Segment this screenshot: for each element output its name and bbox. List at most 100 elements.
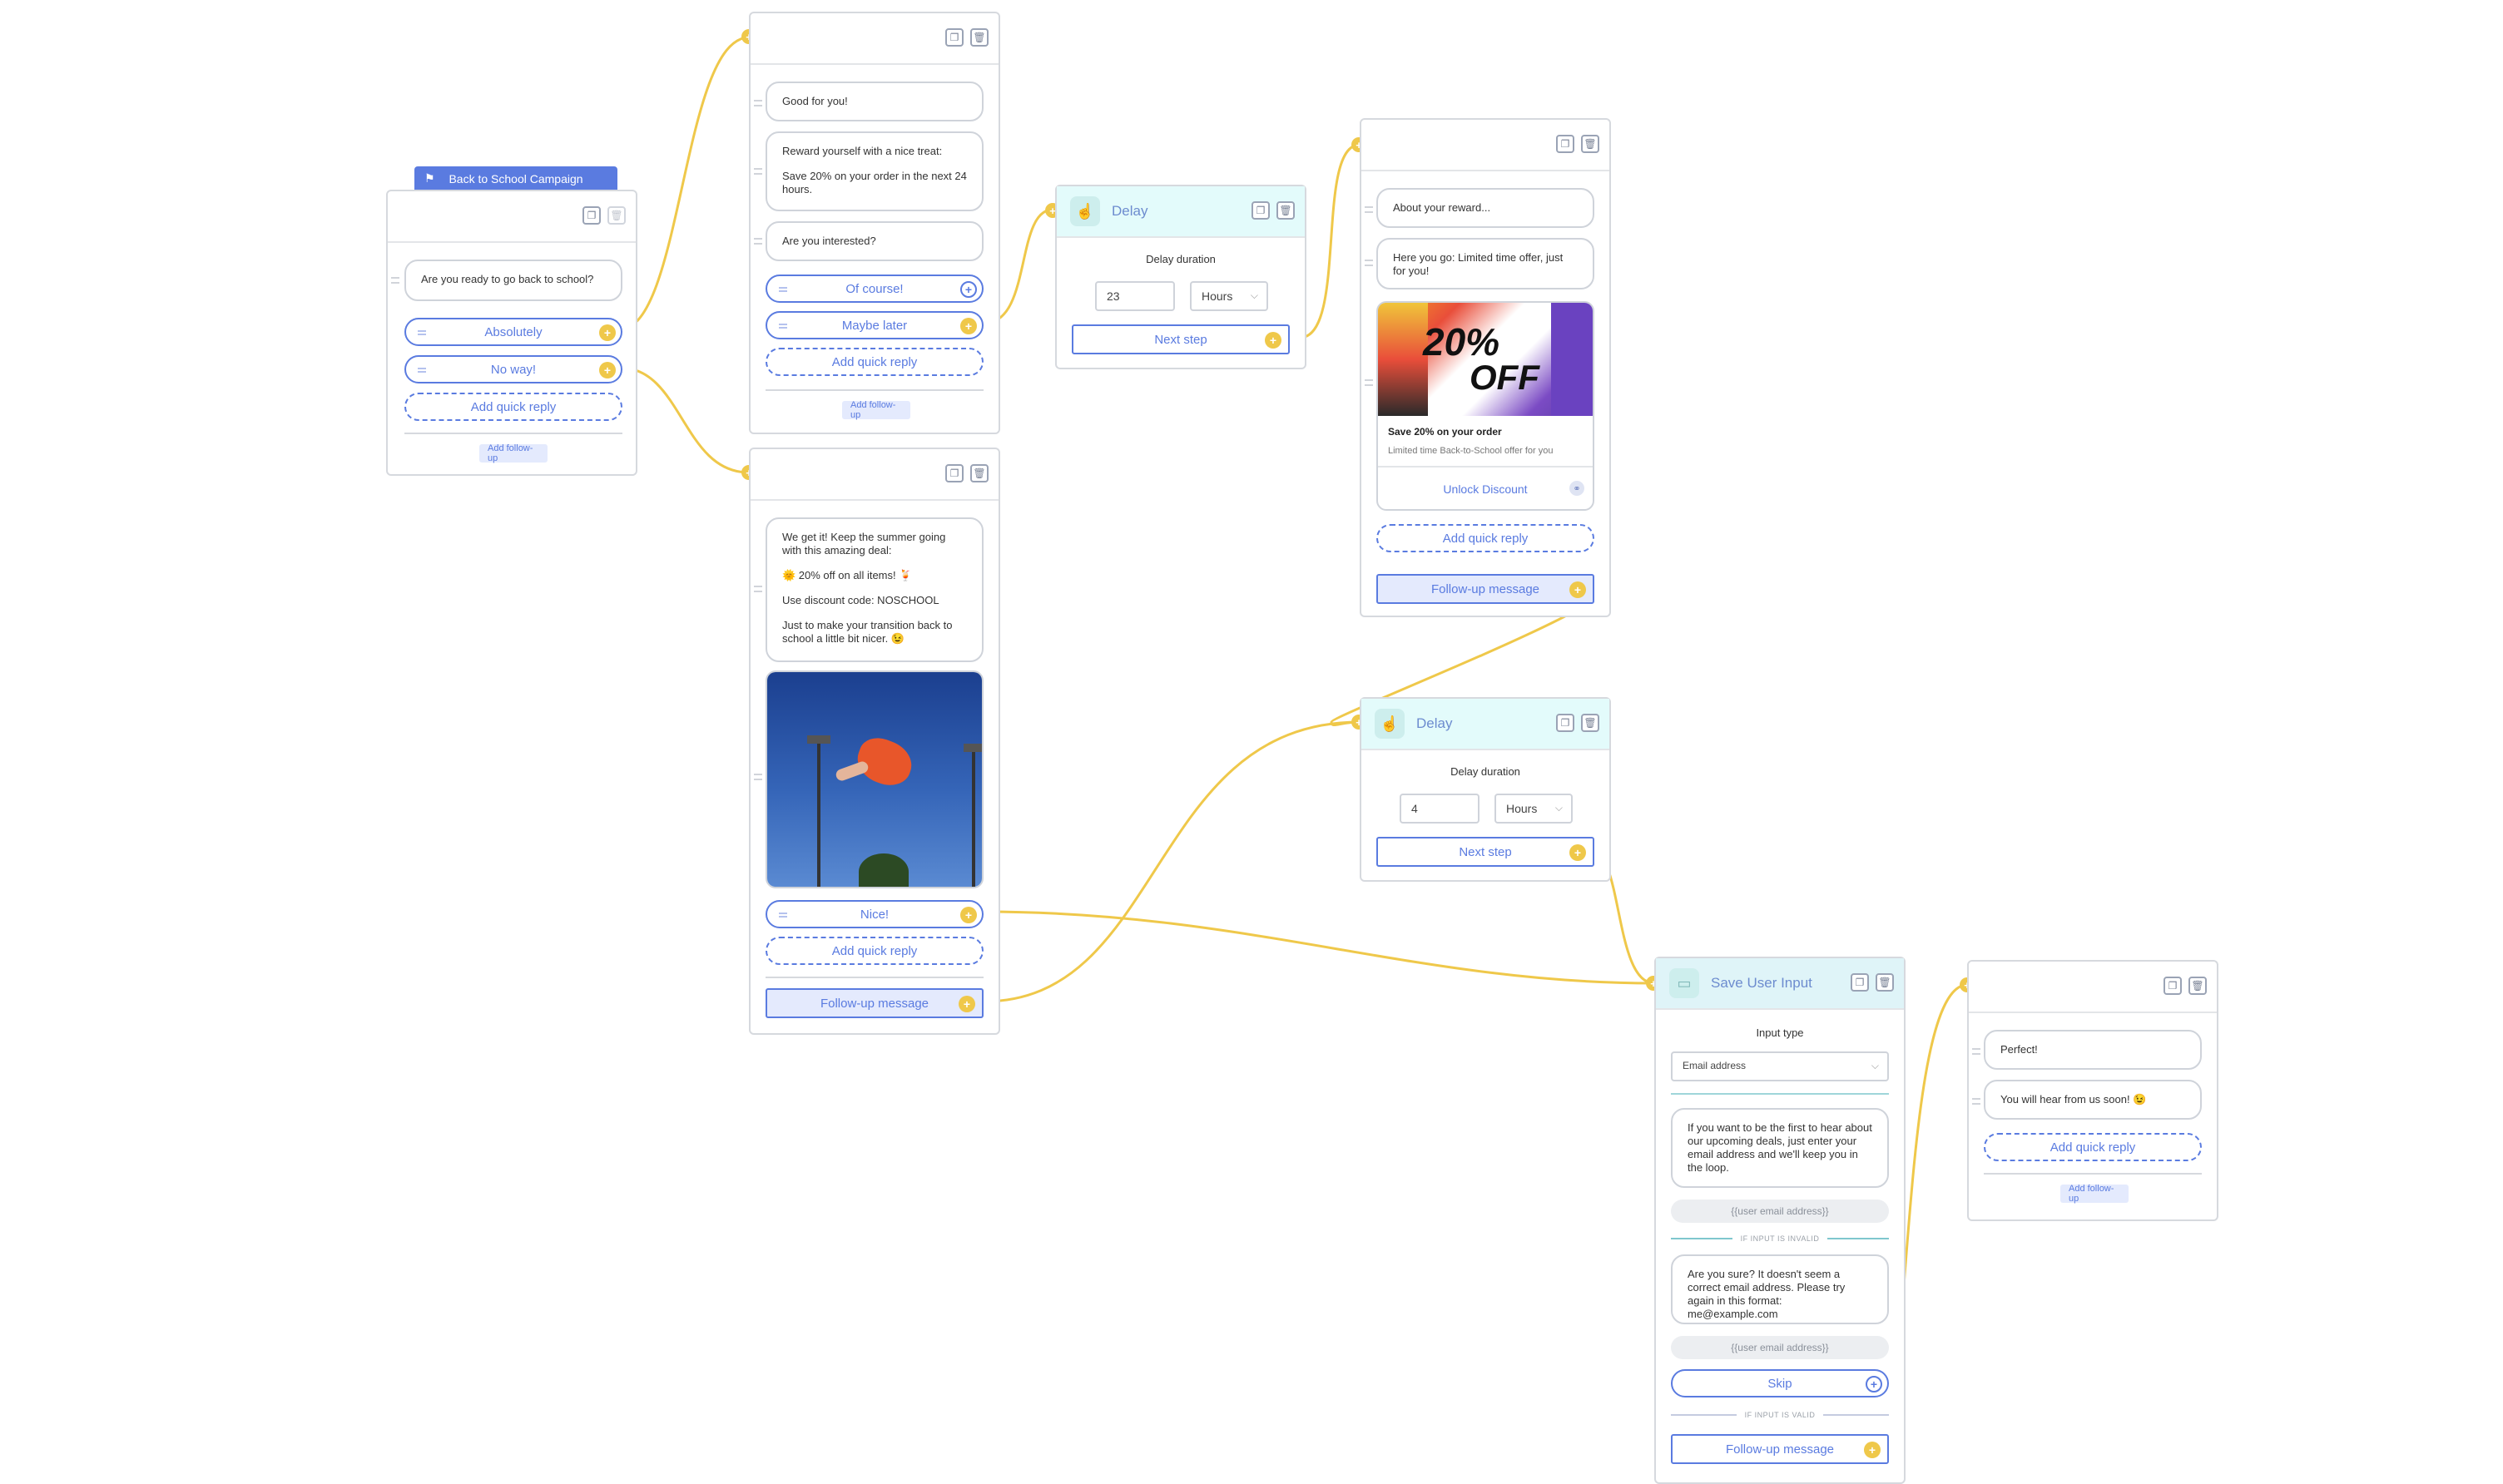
add-quick-reply-button[interactable]: Add quick reply	[766, 937, 984, 965]
unlock-discount-button[interactable]: Unlock Discount ⚭	[1378, 467, 1593, 509]
trash-icon[interactable]: 🗑	[607, 206, 626, 225]
trash-icon[interactable]: 🗑	[1581, 135, 1599, 153]
drag-handle[interactable]	[754, 168, 762, 175]
plus-icon[interactable]: +	[1864, 1442, 1881, 1458]
quick-reply-no-way[interactable]: No way!+	[404, 355, 622, 383]
add-quick-reply-button[interactable]: Add quick reply	[1984, 1133, 2202, 1161]
message-bubble[interactable]: You will hear from us soon! 😉	[1984, 1080, 2202, 1120]
node-header: ❐🗑	[751, 449, 999, 501]
duplicate-icon[interactable]: ❐	[2163, 977, 2182, 995]
message-bubble[interactable]: Are you sure? It doesn't seem a correct …	[1671, 1254, 1889, 1324]
plus-icon[interactable]: +	[960, 281, 977, 298]
flag-icon: ⚑	[424, 171, 435, 185]
duplicate-icon[interactable]: ❐	[1252, 201, 1270, 220]
delay-unit-select[interactable]: Hours⌵	[1190, 281, 1268, 311]
add-quick-reply-button[interactable]: Add quick reply	[1376, 524, 1594, 552]
duplicate-icon[interactable]: ❐	[582, 206, 601, 225]
drag-handle[interactable]	[754, 100, 762, 106]
node-header: ❐🗑	[751, 13, 999, 65]
follow-up-message-button[interactable]: Follow-up message+	[766, 988, 984, 1018]
duplicate-icon[interactable]: ❐	[1556, 135, 1574, 153]
quick-reply-absolutely[interactable]: Absolutely+	[404, 318, 622, 346]
duplicate-icon[interactable]: ❐	[945, 464, 964, 482]
node-summer-deal[interactable]: ❐🗑 We get it! Keep the summer going with…	[749, 448, 1000, 1035]
jump-image[interactable]	[766, 670, 984, 888]
delay-unit-select[interactable]: Hours⌵	[1494, 794, 1573, 824]
trash-icon[interactable]: 🗑	[1276, 201, 1295, 220]
add-follow-up-button[interactable]: Add follow-up	[2060, 1184, 2129, 1204]
drag-handle[interactable]	[1972, 1098, 1980, 1105]
message-bubble[interactable]: Perfect!	[1984, 1030, 2202, 1070]
duplicate-icon[interactable]: ❐	[945, 28, 964, 47]
skip-button[interactable]: Skip+	[1671, 1369, 1889, 1397]
plus-icon[interactable]: +	[959, 996, 975, 1012]
next-step-button[interactable]: Next step+	[1376, 837, 1594, 867]
add-quick-reply-button[interactable]: Add quick reply	[404, 393, 622, 421]
plus-icon[interactable]: +	[1866, 1376, 1882, 1392]
delay-node-1[interactable]: ☝ Delay ❐🗑 Delay duration 23 Hours⌵ Next…	[1055, 185, 1306, 369]
delay-duration-label: Delay duration	[1450, 765, 1520, 778]
drag-handle[interactable]	[1365, 206, 1373, 213]
plus-icon[interactable]: +	[1569, 581, 1586, 598]
campaign-tab[interactable]: ⚑ Back to School Campaign	[414, 166, 617, 191]
hand-clock-icon: ☝	[1070, 196, 1100, 226]
trash-icon[interactable]: 🗑	[1876, 973, 1894, 992]
drag-handle[interactable]	[1365, 260, 1373, 266]
input-type-select[interactable]: Email address⌵	[1671, 1051, 1889, 1081]
next-step-button[interactable]: Next step+	[1072, 324, 1290, 354]
drag-handle[interactable]	[754, 586, 762, 592]
quick-reply-nice[interactable]: Nice!+	[766, 900, 984, 928]
plus-icon[interactable]: +	[599, 362, 616, 378]
promo-card[interactable]: 20% OFF Save 20% on your order Limited t…	[1376, 301, 1594, 511]
plus-icon[interactable]: +	[960, 907, 977, 923]
plus-icon[interactable]: +	[599, 324, 616, 341]
drag-handle[interactable]	[1365, 379, 1373, 386]
add-follow-up-button[interactable]: Add follow-up	[842, 400, 910, 420]
message-bubble[interactable]: We get it! Keep the summer going with th…	[766, 517, 984, 662]
node-good-for-you[interactable]: ❐🗑 Good for you! Reward yourself with a …	[749, 12, 1000, 434]
message-bubble[interactable]: Are you ready to go back to school?	[404, 260, 622, 301]
drag-handle[interactable]	[391, 277, 399, 284]
trash-icon[interactable]: 🗑	[970, 464, 989, 482]
delay-value-input[interactable]: 23	[1095, 281, 1175, 311]
drag-handle[interactable]	[1972, 1048, 1980, 1055]
wire-absolutely	[619, 36, 750, 331]
user-variable-pill: {{user email address}}	[1671, 1336, 1889, 1359]
quick-reply-of-course[interactable]: Of course!+	[766, 275, 984, 303]
follow-up-message-button[interactable]: Follow-up message+	[1376, 574, 1594, 604]
trash-icon[interactable]: 🗑	[2188, 977, 2207, 995]
wire-nice	[983, 910, 1655, 985]
message-bubble[interactable]: Here you go: Limited time offer, just fo…	[1376, 238, 1594, 289]
node-perfect[interactable]: ❐ 🗑 Perfect! You will hear from us soon! …	[1967, 960, 2218, 1221]
user-variable-pill: {{user email address}}	[1671, 1200, 1889, 1223]
trash-icon[interactable]: 🗑	[970, 28, 989, 47]
save-user-input-node[interactable]: ▭ Save User Input ❐🗑 Input type Email ad…	[1654, 957, 1906, 1484]
trash-icon[interactable]: 🗑	[1581, 714, 1599, 732]
duplicate-icon[interactable]: ❐	[1556, 714, 1574, 732]
add-follow-up-button[interactable]: Add follow-up	[479, 443, 548, 463]
plus-icon[interactable]: +	[1569, 844, 1586, 861]
start-node[interactable]: ❐ 🗑 Are you ready to go back to school? A…	[386, 190, 637, 476]
duplicate-icon[interactable]: ❐	[1851, 973, 1869, 992]
campaign-tab-label: Back to School Campaign	[449, 172, 583, 186]
follow-up-message-button[interactable]: Follow-up message+	[1671, 1434, 1889, 1464]
message-bubble[interactable]: If you want to be the first to hear abou…	[1671, 1108, 1889, 1188]
chevron-down-icon: ⌵	[1554, 802, 1563, 814]
chevron-down-icon: ⌵	[1250, 289, 1258, 301]
quick-reply-maybe-later[interactable]: Maybe later+	[766, 311, 984, 339]
node-reward[interactable]: ❐🗑 About your reward... Here you go: Lim…	[1360, 118, 1611, 617]
drag-handle[interactable]	[754, 238, 762, 245]
message-bubble[interactable]: About your reward...	[1376, 188, 1594, 228]
drag-handle[interactable]	[754, 774, 762, 780]
message-bubble[interactable]: Good for you!	[766, 82, 984, 121]
delay-header: ☝ Delay ❐🗑	[1361, 699, 1609, 750]
delay-value-input[interactable]: 4	[1400, 794, 1479, 824]
message-bubble[interactable]: Are you interested?	[766, 221, 984, 261]
delay-node-2[interactable]: ☝ Delay ❐🗑 Delay duration 4 Hours⌵ Next …	[1360, 697, 1611, 882]
plus-icon[interactable]: +	[960, 318, 977, 334]
plus-icon[interactable]: +	[1265, 332, 1281, 349]
node-header: ❐🗑	[1361, 120, 1609, 171]
message-bubble[interactable]: Reward yourself with a nice treat: Save …	[766, 131, 984, 211]
add-quick-reply-button[interactable]: Add quick reply	[766, 348, 984, 376]
input-type-label: Input type	[1756, 1026, 1804, 1039]
